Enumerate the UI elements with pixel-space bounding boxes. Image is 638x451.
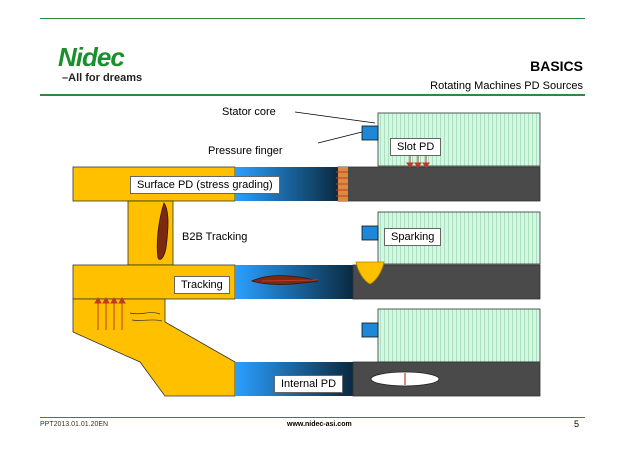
stator-core-tooth-3 bbox=[377, 308, 541, 363]
label-sparking: Sparking bbox=[384, 228, 442, 246]
pressure-finger-leader bbox=[317, 131, 363, 144]
logo-tagline: –All for dreams bbox=[62, 72, 142, 84]
lower-left-arrows bbox=[94, 297, 126, 330]
label-stator-core: Stator core bbox=[222, 106, 276, 118]
b2b-tracking-streak bbox=[156, 202, 169, 260]
conductor-bar-2-slot bbox=[352, 264, 541, 300]
surface-pd-arrows bbox=[336, 171, 348, 197]
pressure-finger-1 bbox=[361, 125, 379, 141]
crack-line-1 bbox=[129, 312, 161, 315]
label-surface-pd: Surface PD (stress grading) bbox=[130, 176, 280, 194]
conductor-bend bbox=[72, 298, 236, 397]
page-subtitle: Rotating Machines PD Sources bbox=[430, 80, 583, 92]
tracking-arrow bbox=[261, 279, 319, 282]
page-number: 5 bbox=[574, 419, 580, 429]
label-internal-pd: Internal PD bbox=[274, 375, 344, 393]
label-slot-pd: Slot PD bbox=[390, 138, 442, 156]
crack-line-2 bbox=[131, 319, 163, 322]
label-pressure-finger: Pressure finger bbox=[208, 145, 283, 157]
footer-doc-code: PPT2013.01.01.20EN bbox=[40, 421, 109, 428]
page-title: BASICS bbox=[530, 58, 583, 74]
sparking-blob bbox=[355, 261, 385, 285]
tagline-text: All for dreams bbox=[68, 72, 143, 84]
footer-website-link[interactable]: www.nidec-asi.com bbox=[287, 421, 352, 428]
stator-core-leader bbox=[294, 111, 376, 124]
conductor-bar-1-slot bbox=[337, 166, 541, 202]
nidec-logo: Nidec bbox=[58, 42, 125, 72]
label-b2b-tracking: B2B Tracking bbox=[182, 231, 248, 243]
tagline-dash: – bbox=[62, 72, 69, 84]
footer-rule bbox=[40, 417, 585, 418]
pressure-finger-3 bbox=[361, 322, 379, 338]
pressure-finger-2 bbox=[361, 225, 379, 241]
tracking-streak bbox=[250, 275, 319, 285]
top-rule bbox=[40, 18, 585, 19]
header-rule bbox=[40, 94, 585, 96]
label-tracking: Tracking bbox=[174, 276, 230, 294]
slot-pd-arrows bbox=[406, 155, 430, 168]
